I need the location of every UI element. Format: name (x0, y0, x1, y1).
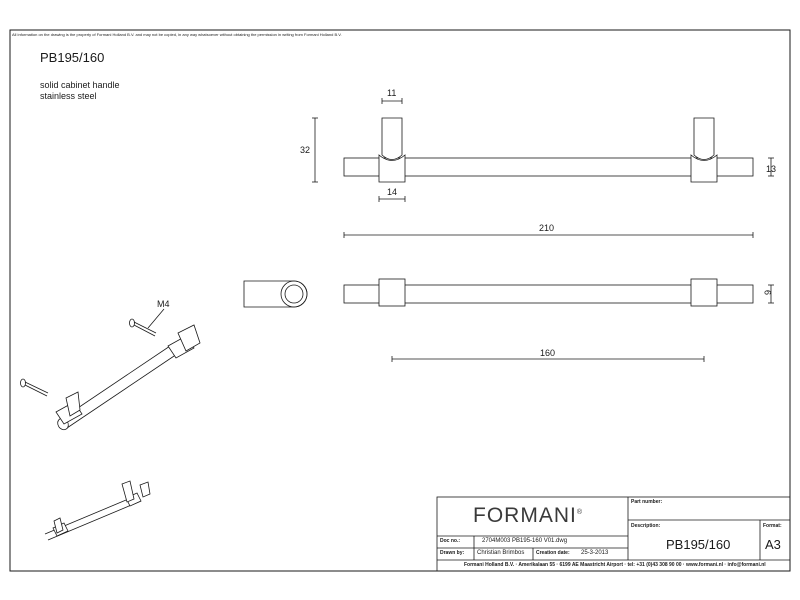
iso-screw-head-left (20, 378, 26, 388)
part-number-label: Part number: (631, 499, 663, 505)
drawing-description: solid cabinet handle stainless steel (40, 80, 120, 101)
iso-right-post (177, 324, 201, 352)
top-view-right-collar (690, 278, 718, 307)
dim-label-14: 14 (387, 187, 398, 197)
doc-no-label: Doc no.: (440, 538, 460, 544)
end-view-inner-ring (284, 284, 304, 304)
iso-screw-head-right (129, 318, 135, 328)
side-view-right-collar (690, 154, 718, 183)
top-view (343, 278, 774, 362)
company-footer: Formani Holland B.V. · Amerikalaan 55 · … (464, 562, 766, 568)
end-view (243, 280, 308, 308)
creation-date-value: 25-3-2013 (581, 550, 609, 556)
dim-label-11: 11 (387, 88, 397, 98)
side-view (312, 98, 774, 238)
dim-label-210: 210 (539, 223, 555, 233)
dim-label-9: 9 (763, 289, 773, 295)
end-view-outer-ring (280, 280, 308, 308)
dim-label-32: 32 (300, 145, 311, 155)
format-value: A3 (765, 537, 781, 552)
side-view-left-post (381, 117, 403, 160)
drawn-by-value: Christian Brimbos (477, 550, 525, 556)
iso-left-post (65, 391, 81, 417)
top-view-bar (343, 284, 754, 304)
drawing-title: PB195/160 (40, 50, 105, 65)
side-view-bar (343, 157, 754, 177)
brand-logo: FORMANI® (473, 504, 583, 527)
description-label: Description: (631, 523, 661, 529)
iso2-right-post-2 (139, 481, 151, 498)
exploded-isometric-view (20, 308, 201, 431)
side-view-right-post (693, 117, 715, 160)
format-label: Format: (763, 523, 782, 529)
disclaimer-text: All information on the drawing is the pr… (12, 32, 342, 37)
side-view-left-collar (378, 154, 406, 183)
sheet-border (9, 29, 791, 572)
screw-size-label: M4 (157, 299, 170, 309)
end-view-body (243, 280, 308, 308)
creation-date-label: Creation date: (536, 550, 570, 556)
assembled-isometric-view (44, 480, 151, 541)
iso2-left-post (53, 517, 64, 534)
top-view-left-collar (378, 278, 406, 307)
iso2-right-post (121, 480, 135, 503)
description-value: PB195/160 (666, 537, 731, 552)
doc-no-value: 2704M003 PB195-160 V01.dwg (482, 538, 568, 544)
dim-label-13: 13 (766, 164, 777, 174)
drawn-by-label: Drawn by: (440, 550, 465, 556)
dim-label-160: 160 (540, 348, 556, 358)
title-block (436, 496, 791, 572)
